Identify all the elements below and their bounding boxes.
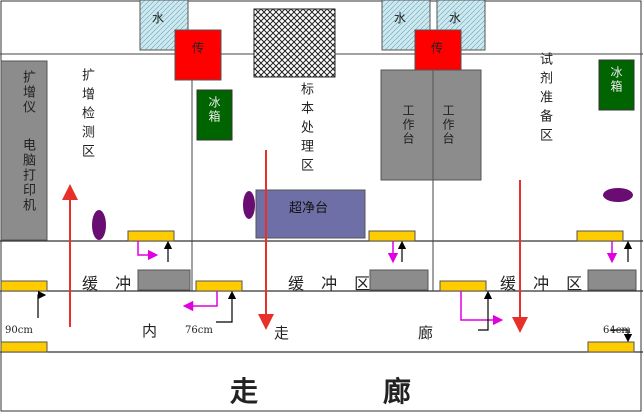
door-swing-4 (182, 291, 218, 312)
buffer-cabinet-3 (587, 269, 637, 291)
clean-bench (255, 189, 366, 239)
door-swing-b5 (216, 290, 237, 323)
hatched-cabinet (253, 8, 336, 78)
door-corridor-right (587, 341, 635, 353)
fridge-2 (598, 59, 635, 111)
door-buffer-left (0, 280, 48, 292)
dimension-64cm: 64cm (603, 325, 631, 336)
fridge-1 (196, 89, 233, 141)
transfer-label-2: 传 (431, 41, 444, 55)
door-swing-5 (460, 291, 504, 326)
oval-marker-2 (243, 191, 255, 219)
inner-corridor-char-1: 内 (142, 322, 158, 340)
buffer-label-2: 缓 冲 区 (288, 274, 377, 293)
dimension-76cm: 76cm (185, 325, 213, 336)
computer-printer-label: 电脑打印机 (20, 138, 35, 213)
outer-corridor-char-2: 廊 (383, 375, 412, 408)
water-label-1: 水 (152, 11, 165, 25)
reagent-zone-label: 试剂准备区 (537, 52, 552, 147)
door-room-1 (127, 230, 175, 242)
door-swing-b6 (478, 290, 493, 331)
buffer-cabinet-2 (369, 269, 429, 291)
oval-marker-1 (92, 210, 106, 240)
door-room-2 (368, 230, 416, 242)
amplifier-computer-block (0, 60, 48, 241)
door-buffer-1 (195, 280, 243, 292)
door-buffer-2 (439, 280, 487, 292)
door-swing-1 (137, 241, 159, 261)
specimen-zone-label: 标本处理区 (298, 82, 313, 177)
door-swing-b7 (611, 329, 633, 343)
buffer-label-3: 缓 冲 区 (500, 274, 589, 293)
door-swing-b4 (37, 290, 47, 318)
workbench-label-1: 工作台 (401, 104, 415, 146)
amplification-zone-label: 扩增检测区 (79, 68, 94, 163)
workbench-label-2: 工作台 (441, 104, 455, 146)
buffer-cabinet-1 (137, 269, 191, 291)
workbench-2 (432, 69, 482, 181)
transfer-window-2 (414, 29, 462, 71)
transfer-label-1: 传 (192, 41, 205, 55)
water-label-3: 水 (449, 11, 462, 25)
inner-corridor-char-3: 廊 (418, 324, 434, 342)
fridge-label-2: 冰箱 (609, 66, 623, 94)
door-corridor-left (0, 341, 48, 353)
buffer-label-1: 缓 冲 (82, 274, 138, 293)
workbench-1 (380, 69, 434, 181)
inner-corridor-char-2: 走 (274, 324, 290, 342)
clean-bench-label: 超净台 (289, 201, 329, 216)
fridge-label-1: 冰箱 (207, 96, 221, 124)
outer-corridor-char-1: 走 (230, 375, 259, 408)
transfer-window-1 (174, 29, 222, 81)
water-label-2: 水 (394, 11, 407, 25)
door-room-3 (576, 230, 624, 242)
dimension-90cm: 90cm (5, 325, 33, 336)
oval-marker-3 (603, 188, 633, 202)
amplifier-label: 扩增仪 (20, 70, 35, 115)
